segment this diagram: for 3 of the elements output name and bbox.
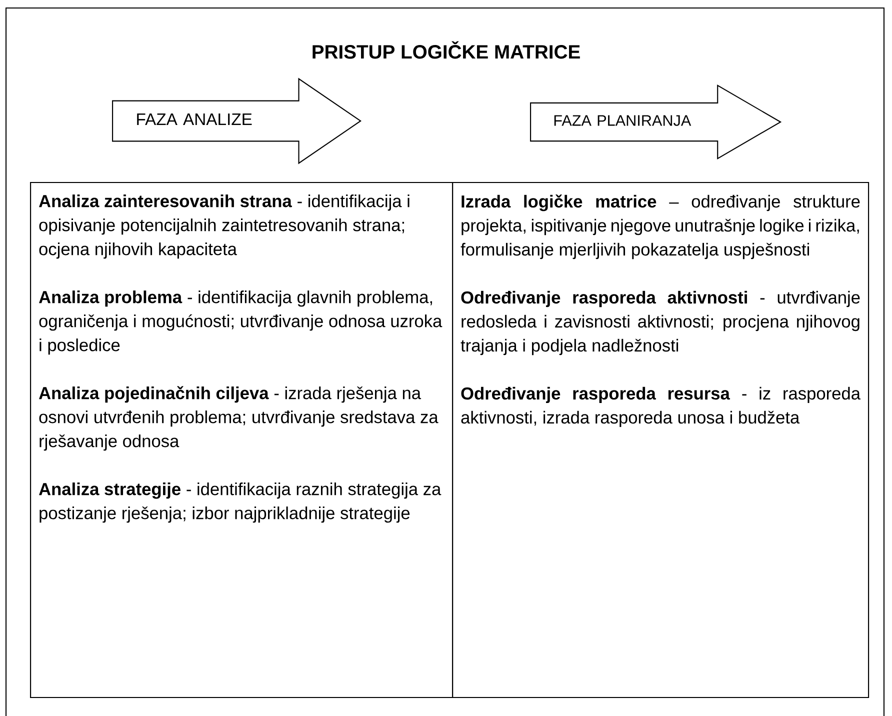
table-cell: Izrada logičke matrice – određivanje strukture projekta, ispitivanje njegove unutrašnje logike i rizika, formulisanje mjerljivih pokazatelja uspješnosti Određivanje rasporeda aktivnosti - utvrđivanje redosleda i zavisnosti aktivnosti; procjena njihovog trajanja i podjela nadležnosti Određivanje rasporeda resursa - iz rasporeda aktivnosti, izrada rasporeda unosa i budžeta <box>452 182 870 698</box>
table-cell: Analiza zainteresovanih strana - identifikacija i opisivanje potencijalnih zaintetresovanih strana; ocjena njihovih kapaciteta Analiza problema - identifikacija glavnih problema, ograničenja i mogućnosti; utvrđivanje odnosa uzroka i posledice Analiza pojedinačnih ciljeva - izrada rješenja na osnovi utvrđenih problema; utvrđivanje sredstava za rješavanje odnosa Analiza strategije - identifikacija raznih strategija za postizanje rješenja; izbor najprikladnije strategije <box>30 182 454 698</box>
diagram-title: PRISTUP LOGIČKE MATRICE <box>312 41 580 59</box>
